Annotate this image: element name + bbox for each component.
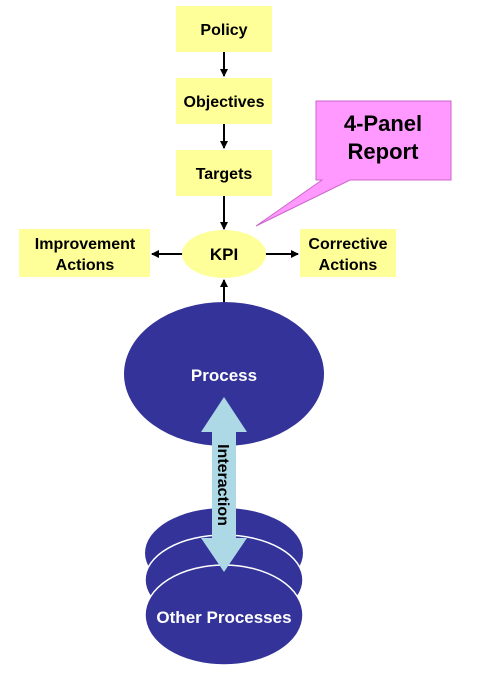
corrective-actions-node: Corrective Actions bbox=[300, 229, 396, 277]
improvement-actions-node: Improvement Actions bbox=[19, 229, 150, 277]
policy-label: Policy bbox=[200, 22, 247, 39]
other-processes-label: Other Processes bbox=[156, 608, 291, 627]
targets-box bbox=[176, 150, 272, 196]
interaction-arrow-shape bbox=[201, 397, 247, 572]
targets-label: Targets bbox=[196, 166, 253, 183]
policy-box bbox=[176, 6, 272, 52]
process-label: Process bbox=[191, 366, 257, 385]
process-node: Process bbox=[124, 302, 324, 446]
callout-line-1: 4-Panel bbox=[344, 111, 422, 136]
objectives-label: Objectives bbox=[184, 94, 265, 111]
corrective-actions-line-1: Corrective bbox=[308, 236, 387, 253]
process-ellipse bbox=[124, 302, 324, 446]
kpi-ellipse bbox=[182, 230, 266, 278]
corrective-actions-line-2: Actions bbox=[319, 257, 378, 274]
kpi-label: KPI bbox=[210, 245, 238, 264]
corrective-actions-box bbox=[300, 229, 396, 277]
objectives-box bbox=[176, 78, 272, 124]
targets-node: Targets bbox=[176, 150, 272, 196]
objectives-node: Objectives bbox=[176, 78, 272, 124]
callout-line-2: Report bbox=[348, 139, 420, 164]
improvement-actions-line-2: Actions bbox=[56, 257, 115, 274]
kpi-node: KPI bbox=[182, 230, 266, 278]
callout-shape bbox=[255, 100, 452, 227]
callout-4-panel-report: 4-Panel Report bbox=[255, 100, 452, 227]
policy-node: Policy bbox=[176, 6, 272, 52]
interaction-arrow: Interaction bbox=[201, 397, 247, 572]
improvement-actions-box bbox=[19, 229, 150, 277]
interaction-label: Interaction bbox=[214, 444, 231, 526]
improvement-actions-line-1: Improvement bbox=[35, 236, 136, 253]
